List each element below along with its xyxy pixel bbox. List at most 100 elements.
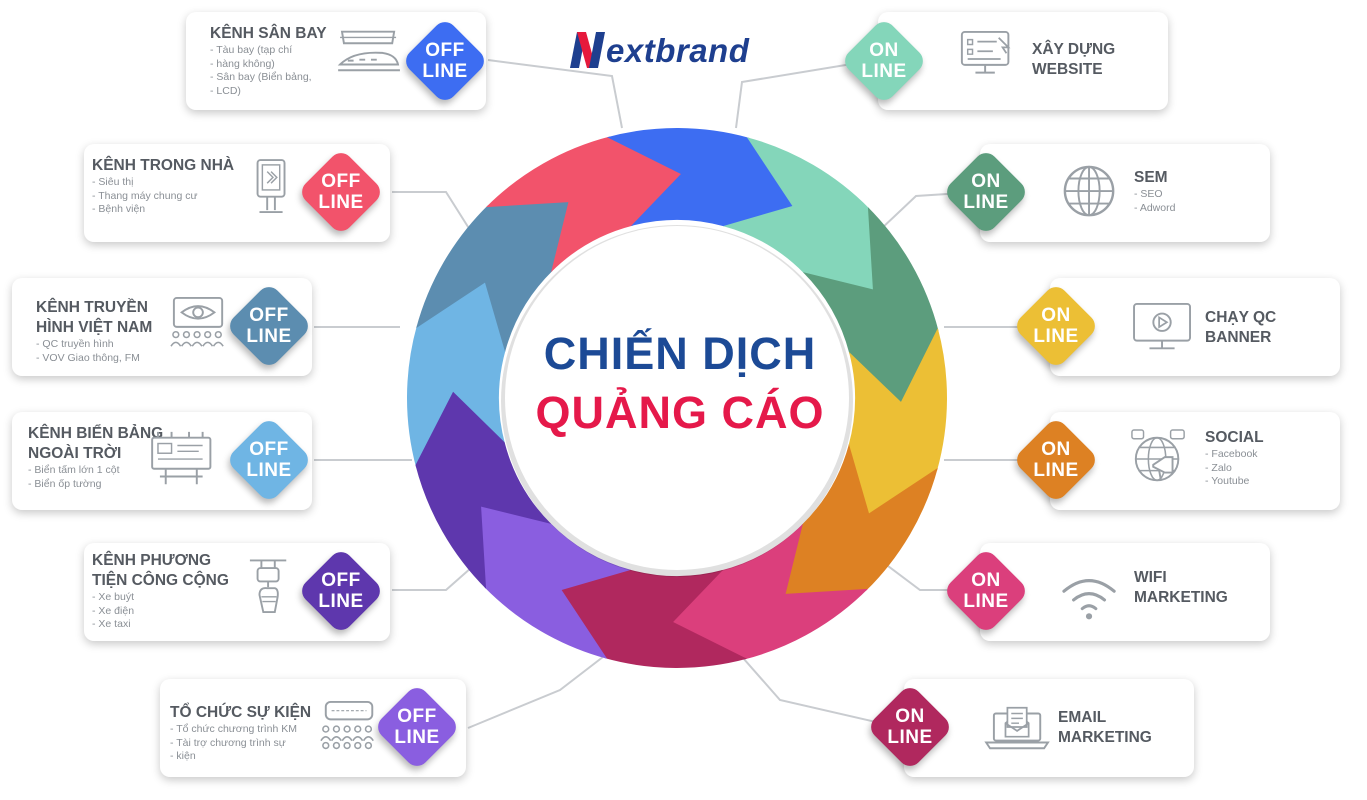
ring-segment-online-email xyxy=(559,569,747,668)
badge-label-line: LINE xyxy=(394,727,440,748)
ring-center-disc xyxy=(505,226,849,570)
channel-title-line: WEBSITE xyxy=(1032,61,1103,78)
ring-segment-offline-event xyxy=(479,504,631,659)
channel-title-line: KÊNH BIỂN BẢNG xyxy=(28,425,164,442)
center-title-line2: QUẢNG CÁO xyxy=(535,387,825,438)
channel-card-sem xyxy=(980,144,1270,242)
channel-detail-item: kiện xyxy=(170,750,297,764)
bus-handle-icon xyxy=(249,559,287,614)
channel-detail-list: QC truyền hìnhVOV Giao thông, FM xyxy=(36,338,140,366)
badge-label-line: ON xyxy=(1041,305,1071,326)
channel-title-line: TIỆN CÔNG CỘNG xyxy=(92,572,229,589)
channel-card-email xyxy=(904,679,1194,777)
badge-label-line: ON xyxy=(869,40,899,61)
connector-website xyxy=(735,59,877,129)
channel-title-line: KÊNH TRUYỀN xyxy=(36,299,148,316)
channel-detail-item: Zalo xyxy=(1205,462,1258,476)
badge-label-line: LINE xyxy=(1033,326,1079,347)
channel-card-website xyxy=(878,12,1168,110)
logo-wordmark: extbrand xyxy=(606,32,750,69)
center-title-line1: CHIẾN DỊCH xyxy=(543,328,817,379)
ring-segment-offline-tv xyxy=(416,200,571,352)
badge-label-line: LINE xyxy=(246,460,292,481)
connector-transport xyxy=(392,559,481,591)
train-airplane-icon xyxy=(337,30,400,72)
ring-segment-online-website xyxy=(723,137,875,292)
badge-label-line: ON xyxy=(1041,439,1071,460)
ring-segment-online-social xyxy=(783,444,938,596)
connector-indoor xyxy=(392,191,471,231)
badge-label-line: OFF xyxy=(249,439,289,460)
badge-label-line: OFF xyxy=(425,40,465,61)
ring-segment-online-sem xyxy=(802,207,939,405)
logo-n-mark-icon xyxy=(570,32,605,68)
badge-label-line: ON xyxy=(895,706,925,727)
channel-detail-item: VOV Giao thông, FM xyxy=(36,352,139,366)
channel-title: TỔ CHỨC SỰ KIỆN xyxy=(170,703,311,723)
channel-title-line: TỔ CHỨC SỰ KIỆN xyxy=(170,704,312,721)
ring-segment-online-wifi xyxy=(670,523,868,660)
channel-detail-item: hàng không) xyxy=(210,58,312,72)
channel-detail-item: Sân bay (Biển bảng, xyxy=(210,71,311,85)
channel-title-line: BANNER xyxy=(1205,329,1272,346)
channel-detail-item: QC truyền hình xyxy=(36,338,140,352)
badge-label-line: LINE xyxy=(422,61,468,82)
channel-detail-list: Biển tấm lớn 1 cộtBiển ốp tường xyxy=(28,464,120,492)
badge-label-line: OFF xyxy=(397,706,437,727)
nextbrand-logo: extbrand xyxy=(566,26,806,76)
channel-card-wifi xyxy=(980,543,1270,641)
badge-label-line: LINE xyxy=(318,192,364,213)
channel-detail-list: SEOAdword xyxy=(1134,188,1176,215)
event-audience-icon xyxy=(320,700,374,750)
badge-label-line: OFF xyxy=(249,305,289,326)
connector-event xyxy=(467,649,613,729)
channel-title: KÊNH SÂN BAY xyxy=(210,24,327,44)
channel-detail-item: Bệnh viện xyxy=(92,203,197,217)
channel-detail-item: Thang máy chung cư xyxy=(92,190,197,204)
channel-title-line: SOCIAL xyxy=(1205,429,1264,446)
channel-detail-item: Tài trợ chương trình sự xyxy=(170,737,297,751)
channel-detail-item: Tổ chức chương trình KM xyxy=(170,723,297,737)
ring-segment-offline-outdoor xyxy=(406,280,506,468)
channel-title: KÊNH TRONG NHÀ xyxy=(92,156,234,176)
ring-segment-offline-indoor xyxy=(486,136,684,273)
channel-detail-item: Xe điện xyxy=(92,605,134,619)
badge-label-line: LINE xyxy=(963,192,1009,213)
ring-segment-offline-airport xyxy=(607,128,795,227)
badge-label-line: LINE xyxy=(963,591,1009,612)
badge-label-line: LINE xyxy=(246,326,292,347)
channel-detail-item: SEO xyxy=(1134,188,1175,202)
website-monitor-icon xyxy=(960,30,1011,74)
badge-label-line: LINE xyxy=(318,591,364,612)
badge-label-line: ON xyxy=(971,171,1001,192)
channel-title: SEM xyxy=(1134,168,1168,188)
video-monitor-icon xyxy=(1133,302,1191,350)
billboard-icon xyxy=(151,431,212,485)
channel-detail-list: Tổ chức chương trình KMTài trợ chương tr… xyxy=(170,723,297,764)
channel-detail-list: Siêu thịThang máy chung cưBệnh viện xyxy=(92,176,197,217)
channel-detail-item: Biển ốp tường xyxy=(28,478,120,492)
